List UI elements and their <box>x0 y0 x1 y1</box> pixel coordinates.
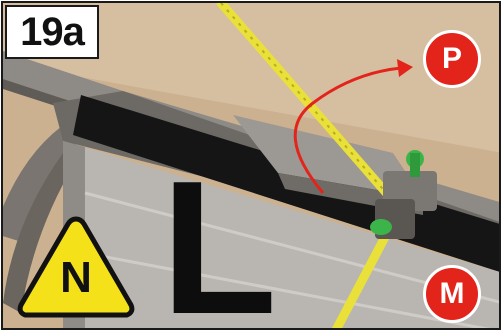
badge-m: M <box>423 265 481 323</box>
badge-p: P <box>423 30 481 88</box>
clip-bottom <box>370 219 392 235</box>
side-letter: L <box>161 173 277 323</box>
step-label: 19a <box>5 5 99 59</box>
warning-letter: N <box>17 253 135 303</box>
warning-sign: N <box>17 215 135 319</box>
